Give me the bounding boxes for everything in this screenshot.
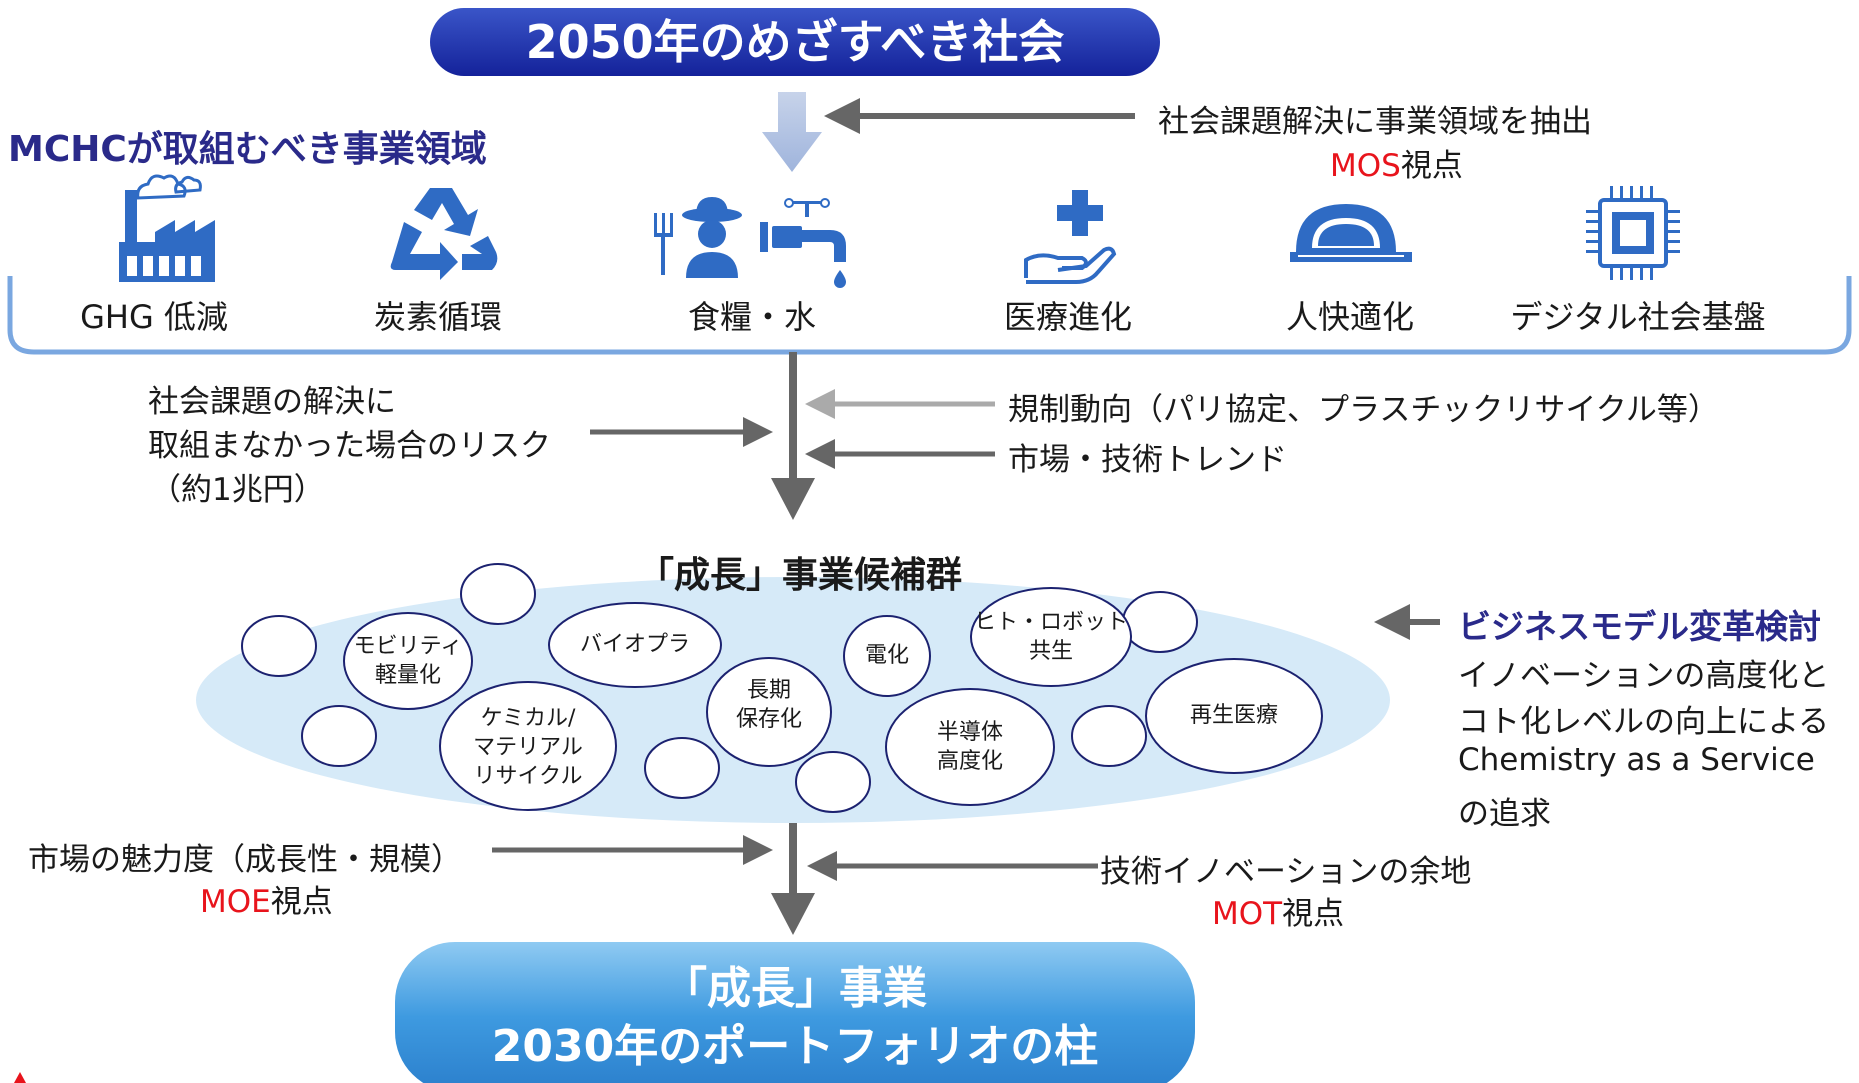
factory-icon xyxy=(119,174,215,282)
area-label-carbon: 炭素循環 xyxy=(373,298,502,336)
bubble-label-long-storage: 長期保存化 xyxy=(735,678,802,732)
bm-note-title: ビジネスモデル変革検討 xyxy=(1458,607,1821,646)
bubble-chemical-recycle xyxy=(439,681,617,811)
area-label-food-water: 食糧・水 xyxy=(687,298,816,336)
candidates-title: 「成長」事業候補群 xyxy=(637,555,962,596)
area-label-comfort: 人快適化 xyxy=(1285,298,1414,336)
area-label-digital: デジタル社会基盤 xyxy=(1510,298,1766,336)
bm-note-line3: Chemistry as a Service xyxy=(1458,742,1815,778)
empty-bubbles xyxy=(241,563,1198,813)
red-triangle-mark xyxy=(14,1072,26,1083)
moe-note-line1: 市場の魅力度（成長性・規模） xyxy=(28,842,462,878)
farmer-water-icon xyxy=(654,197,846,288)
mot-note-line1: 技術イノベーションの余地 xyxy=(1100,854,1472,890)
bm-note-line4: の追求 xyxy=(1458,796,1551,832)
empty-bubble xyxy=(301,705,377,767)
bm-note-line2: コト化レベルの向上による xyxy=(1458,704,1830,740)
bubble-label-chemical-recycle: ケミカル/マテリアルリサイクル xyxy=(473,706,583,789)
bubble-label-human-robot: ヒト・ロボット共生 xyxy=(973,610,1128,664)
empty-bubble xyxy=(1122,591,1198,653)
empty-bubble xyxy=(644,737,720,799)
mos-suffix: 視点 xyxy=(1400,148,1463,184)
helmet-icon xyxy=(1290,204,1412,262)
bubble-label-semiconductor: 半導体高度化 xyxy=(936,720,1003,774)
bubble-label-bioplastic: バイオプラ xyxy=(579,632,690,657)
bubble-electrification xyxy=(843,615,931,697)
trend-note: 市場・技術トレンド xyxy=(1008,442,1287,478)
risk-note-line2: 取組まなかった場合のリスク xyxy=(148,428,551,464)
top-title-pill xyxy=(430,8,1160,76)
bottom-title-line1: 「成長」事業 xyxy=(663,963,927,1014)
mot-suffix: 視点 xyxy=(1282,896,1345,932)
risk-note-line3: （約1兆円） xyxy=(150,472,325,508)
empty-bubble xyxy=(1071,705,1147,767)
empty-bubble xyxy=(795,751,871,813)
bubble-mobility xyxy=(343,612,473,710)
regulation-note: 規制動向（パリ協定、プラスチックリサイクル等） xyxy=(1008,392,1719,428)
center-arrowhead-1 xyxy=(771,478,815,520)
empty-bubble xyxy=(460,563,536,625)
bottom-title-line2: 2030年のポートフォリオの柱 xyxy=(491,1021,1099,1072)
areas-band xyxy=(7,276,1852,355)
bubble-label-mobility: モビリティ軽量化 xyxy=(353,634,463,688)
bubble-human-robot xyxy=(970,587,1132,687)
mos-note-line1: 社会課題解決に事業領域を抽出 xyxy=(1158,104,1592,140)
mot-note-line2: MOT視点 xyxy=(1212,888,1344,933)
area-label-medical: 医療進化 xyxy=(1003,298,1132,336)
bottom-title-pill xyxy=(395,942,1195,1083)
moe-note-line2: MOE視点 xyxy=(200,876,333,921)
bubble-label-regenerative: 再生医療 xyxy=(1189,703,1278,728)
bubble-semiconductor xyxy=(885,688,1055,806)
bottom-title: 「成長」事業 2030年のポートフォリオの柱 xyxy=(395,960,1195,1076)
bubble-bioplastic xyxy=(548,602,722,688)
bubble-long-storage xyxy=(706,657,832,767)
recycle-icon xyxy=(390,188,498,280)
bm-note-line1: イノベーションの高度化と xyxy=(1458,658,1830,694)
moe-label: MOE xyxy=(200,884,271,920)
mos-note-line2: MOS視点 xyxy=(1330,140,1463,185)
mos-label: MOS xyxy=(1330,148,1401,184)
top-title: 2050年のめざすべき社会 xyxy=(525,15,1065,69)
medical-hand-icon xyxy=(1024,190,1117,284)
moe-suffix: 視点 xyxy=(270,884,333,920)
center-arrowhead-2 xyxy=(771,893,815,935)
labelled-bubbles xyxy=(343,587,1323,811)
down-arrow-light xyxy=(762,92,822,172)
bubble-regenerative xyxy=(1145,658,1323,774)
chip-icon xyxy=(1586,186,1680,280)
area-label-ghg: GHG 低減 xyxy=(80,298,228,336)
bubble-label-electrification: 電化 xyxy=(864,643,909,668)
empty-bubble xyxy=(241,615,317,677)
risk-note-line1: 社会課題の解決に xyxy=(148,384,396,420)
areas-heading: MCHCが取組むべき事業領域 xyxy=(8,129,487,170)
mot-label: MOT xyxy=(1212,896,1283,932)
